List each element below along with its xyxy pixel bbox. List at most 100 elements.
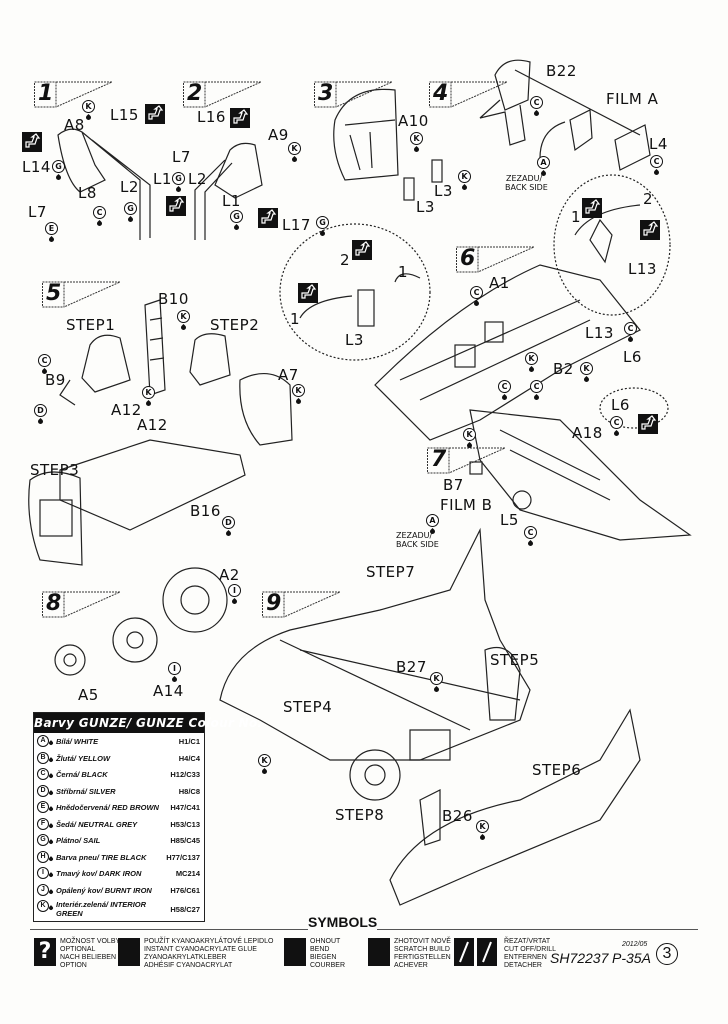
- colour-letter: C: [37, 768, 49, 780]
- colour-letter: K: [476, 820, 489, 833]
- colour-callout: C: [624, 322, 640, 344]
- colour-code: H58/C27: [170, 905, 200, 914]
- colour-code: H12/C33: [170, 770, 200, 779]
- part-label: STEP2: [210, 316, 260, 334]
- cut-drill-icon: [454, 938, 498, 966]
- part-label: L1: [222, 192, 241, 210]
- colour-letter: F: [37, 817, 49, 830]
- colour-letter: A: [37, 735, 49, 747]
- part-label: L2: [188, 170, 207, 188]
- colour-callout: G: [230, 210, 246, 232]
- step-number: 8: [46, 591, 62, 616]
- colour-letter: C: [93, 206, 106, 219]
- part-label: ZEZADU/: [396, 531, 433, 540]
- seat-step5: [81, 334, 131, 393]
- symbol-text: BEND: [310, 946, 330, 953]
- question-mark-icon: ?: [34, 938, 56, 966]
- bend-icon: [582, 198, 602, 218]
- colour-name: Šedá/ NEUTRAL GREY: [56, 819, 138, 829]
- step-number: 5: [46, 281, 62, 306]
- part-label: 1: [290, 310, 301, 328]
- colour-callout: A: [426, 514, 442, 536]
- bend-icon: [22, 132, 42, 152]
- colour-name: Bílá/ WHITE: [56, 737, 99, 746]
- colour-letter: I: [228, 584, 241, 597]
- colour-letter: G: [52, 160, 65, 173]
- part-label: L13: [628, 260, 657, 278]
- glue-drop-icon: [500, 393, 509, 402]
- colour-letter: E: [45, 222, 58, 235]
- step-9-marker: 9: [262, 590, 342, 618]
- colour-letter: C: [530, 380, 543, 393]
- step-2-marker: 2: [183, 80, 263, 108]
- colour-letter: K: [463, 428, 476, 441]
- colour-letter: C: [38, 354, 51, 367]
- part-label: A12: [137, 416, 168, 434]
- colour-name: Žlutá/ YELLOW: [56, 753, 111, 763]
- part-label: L14: [22, 158, 51, 176]
- glue-drop-icon: [465, 441, 474, 450]
- colour-callout: D: [34, 404, 50, 426]
- part-label: STEP6: [532, 761, 582, 779]
- part-label: A12: [111, 401, 142, 419]
- part-label: L5: [500, 511, 519, 529]
- colour-row: C Černá/ BLACK H12/C33: [34, 766, 204, 783]
- part-label: BACK SIDE: [505, 183, 548, 192]
- colour-callout: C: [524, 526, 540, 548]
- colour-callout: K: [292, 384, 308, 406]
- glue-drop-icon: [527, 365, 536, 374]
- colour-name: Hnědočervená/ RED BROWN: [56, 803, 159, 812]
- step-4-marker: 4: [429, 80, 509, 108]
- colour-letter: G: [37, 834, 49, 846]
- instrument-panel-b22: [479, 59, 531, 146]
- glue-drop-icon: [582, 375, 591, 384]
- symbol-text: CUT OFF/DRILL: [504, 946, 556, 953]
- bend-icon: [638, 414, 658, 434]
- colour-letter: K: [37, 900, 49, 912]
- step-flag-icon: [262, 591, 341, 618]
- part-label: L3: [416, 198, 435, 216]
- colour-callout: C: [38, 354, 54, 376]
- step-flag-icon: [42, 591, 121, 618]
- colour-callout: C: [93, 206, 109, 228]
- part-label: B10: [158, 290, 189, 308]
- part-label: L16: [197, 108, 226, 126]
- bend-icon: [230, 108, 250, 128]
- symbol-text: SCRATCH BUILD: [394, 946, 450, 953]
- colour-callout: I: [168, 662, 184, 684]
- step-number: 4: [433, 81, 449, 106]
- colour-name: Stříbrná/ SILVER: [56, 786, 116, 796]
- part-label: 1: [571, 208, 582, 226]
- colour-callout: C: [650, 155, 666, 177]
- part-label: A5: [78, 686, 99, 704]
- colour-callout: K: [410, 132, 426, 154]
- colour-letter: K: [525, 352, 538, 365]
- part-label: B9: [45, 371, 66, 389]
- part-label: L2: [120, 178, 139, 196]
- colour-callout: K: [82, 100, 98, 122]
- colour-callout: C: [530, 96, 546, 118]
- colour-letter: C: [524, 526, 537, 539]
- part-label: B7: [443, 476, 464, 494]
- colour-code: H85/C45: [170, 836, 200, 845]
- model-name: P-35A: [612, 950, 651, 966]
- glue-drop-icon: [290, 155, 299, 164]
- glue-drop-icon: [532, 393, 541, 402]
- colour-name: Černá/ BLACK: [56, 770, 108, 779]
- glue-drop-icon: [472, 299, 481, 308]
- bend-icon: [352, 240, 372, 260]
- fuselage-step7: [469, 409, 692, 541]
- colour-table-title: Barvy GUNZE/ GUNZE Colour No.: [34, 713, 262, 733]
- colour-callout: K: [258, 754, 274, 776]
- glue-drop-icon: [260, 767, 269, 776]
- part-label: A2: [219, 566, 240, 584]
- colour-callout: G: [316, 216, 332, 238]
- fuselage-step9: [219, 527, 531, 761]
- glue-drop-icon: [48, 789, 54, 796]
